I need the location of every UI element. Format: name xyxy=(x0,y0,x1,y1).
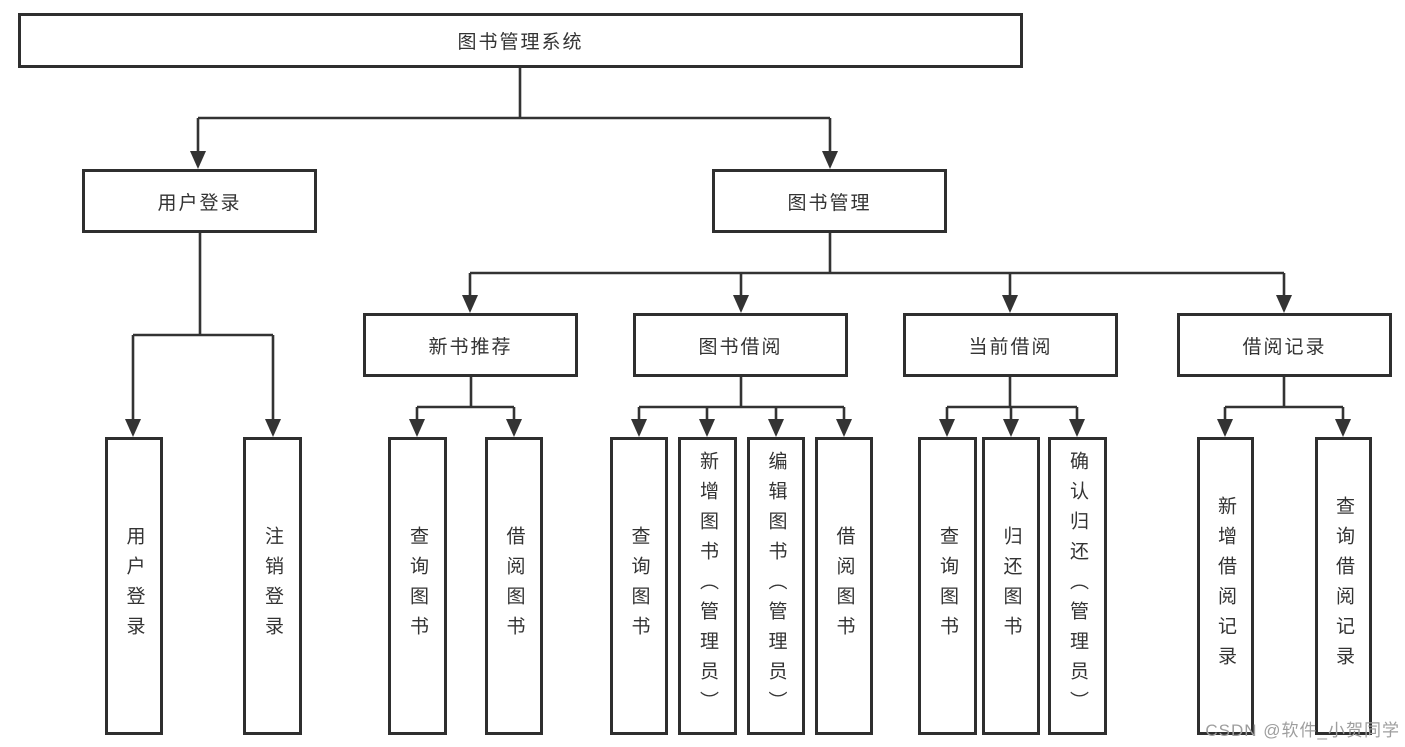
node-label: 新增借阅记录 xyxy=(1215,496,1236,676)
leaf-logout: 注销登录 xyxy=(243,437,302,735)
node-current-borrow: 当前借阅 xyxy=(903,313,1118,377)
node-label: 用户登录 xyxy=(157,192,242,214)
node-new-book-recommend: 新书推荐 xyxy=(363,313,578,377)
leaf-user-login: 用户登录 xyxy=(105,437,163,735)
node-borrow-records: 借阅记录 xyxy=(1177,313,1392,377)
node-label: 新增图书（管理员） xyxy=(697,451,718,721)
leaf-return-books: 归还图书 xyxy=(982,437,1040,735)
node-label: 借阅图书 xyxy=(503,526,525,646)
node-label: 用户登录 xyxy=(123,526,145,646)
leaf-query-books-recommend: 查询图书 xyxy=(388,437,447,735)
node-label: 确认归还（管理员） xyxy=(1067,451,1088,721)
node-label: 归还图书 xyxy=(1000,526,1022,646)
leaf-borrow-books-recommend: 借阅图书 xyxy=(485,437,543,735)
node-user-login: 用户登录 xyxy=(82,169,317,233)
node-label: 当前借阅 xyxy=(968,336,1053,358)
node-book-borrow: 图书借阅 xyxy=(633,313,848,377)
node-label: 查询图书 xyxy=(628,526,650,646)
leaf-add-books-admin: 新增图书（管理员） xyxy=(678,437,737,735)
node-label: 借阅记录 xyxy=(1242,336,1327,358)
leaf-query-books-current: 查询图书 xyxy=(918,437,977,735)
node-book-management: 图书管理 xyxy=(712,169,947,233)
leaf-query-borrow-record: 查询借阅记录 xyxy=(1315,437,1372,735)
node-label: 借阅图书 xyxy=(833,526,855,646)
leaf-add-borrow-record: 新增借阅记录 xyxy=(1197,437,1254,735)
node-label: 查询图书 xyxy=(407,526,428,646)
node-library-management-system: 图书管理系统 xyxy=(18,13,1023,68)
leaf-query-books-borrow: 查询图书 xyxy=(610,437,668,735)
node-label: 新书推荐 xyxy=(428,336,513,358)
leaf-borrow-books: 借阅图书 xyxy=(815,437,873,735)
node-label: 编辑图书（管理员） xyxy=(765,451,787,721)
node-label: 图书管理系统 xyxy=(457,32,584,53)
leaf-confirm-return-admin: 确认归还（管理员） xyxy=(1048,437,1107,735)
leaf-edit-books-admin: 编辑图书（管理员） xyxy=(747,437,805,735)
node-label: 查询借阅记录 xyxy=(1333,496,1354,676)
node-label: 查询图书 xyxy=(937,526,958,646)
node-label: 注销登录 xyxy=(262,526,283,646)
node-label: 图书管理 xyxy=(787,192,872,214)
node-label: 图书借阅 xyxy=(698,336,783,358)
csdn-watermark: CSDN @软件_小贺同学 xyxy=(1205,721,1400,740)
